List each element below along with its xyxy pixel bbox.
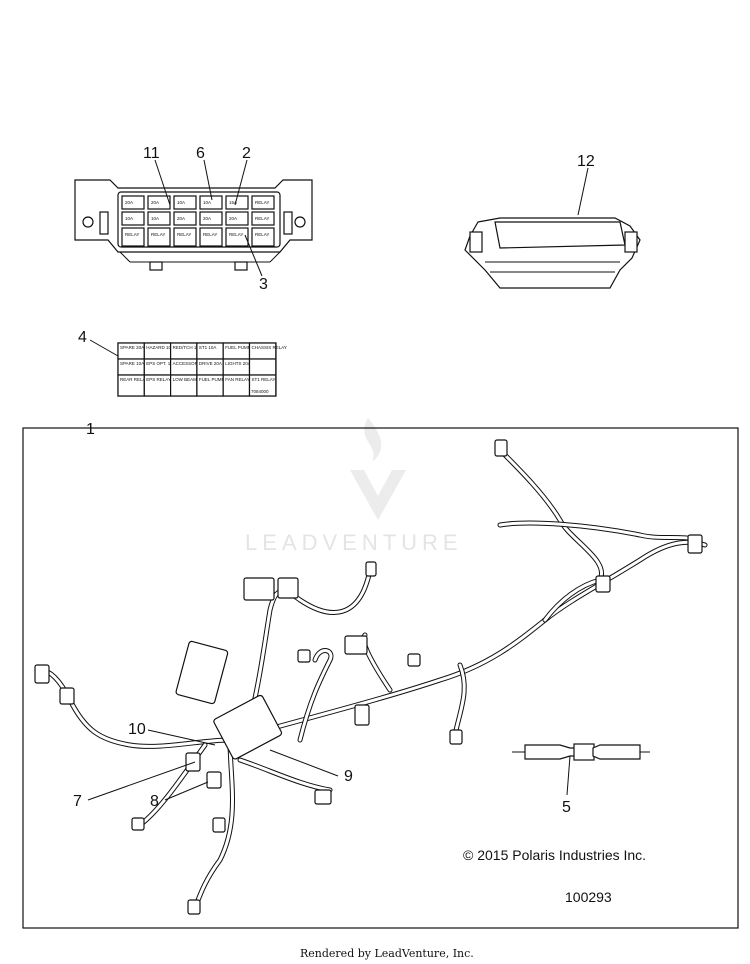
diagram-number: 100293 xyxy=(565,889,612,905)
callout-4: 4 xyxy=(78,329,87,346)
wiring-harness xyxy=(37,447,708,911)
fuse-slot-label: RELAY xyxy=(255,232,269,237)
fuse-slot-label: 20A xyxy=(203,216,211,221)
label-card-text: HAZARD 10A xyxy=(146,345,174,350)
fuse-slot xyxy=(121,227,145,247)
leadventure-watermark: LEADVENTURE xyxy=(245,418,463,555)
fuse-slot-label: RELAY xyxy=(255,200,269,205)
inline-fuse-holder xyxy=(512,743,650,761)
fuse-slot-label: RELAY xyxy=(177,232,191,237)
label-card-text: DRIVE 20A xyxy=(199,361,222,366)
footer-credit: Rendered by LeadVenture, Inc. xyxy=(300,947,474,960)
callout-10: 10 xyxy=(128,721,146,738)
fuse-slot xyxy=(147,211,171,226)
fuse-slot-label: RELAY xyxy=(203,232,217,237)
fuse-slot xyxy=(147,227,171,247)
fuse-slot xyxy=(251,227,275,247)
callout-11: 11 xyxy=(143,145,160,162)
fuse-slot-label: 20A xyxy=(125,200,133,205)
harness-connectors xyxy=(34,439,703,915)
fuse-slot-label: 20A xyxy=(229,216,237,221)
label-card-text: FAN RELAY xyxy=(225,377,249,382)
label-card-text: ST1 10A xyxy=(199,345,217,350)
label-card-cell xyxy=(248,358,277,376)
label-card-part-number: 7084000 xyxy=(251,389,269,394)
leader-lines xyxy=(87,159,589,801)
fuse-slot xyxy=(199,211,223,226)
label-card-text: LOW BEAM RELAY xyxy=(173,377,213,382)
label-card-text: SPARE 10A xyxy=(120,361,144,366)
fuse-slot xyxy=(121,195,145,210)
callout-9: 9 xyxy=(344,768,353,785)
harness-frame xyxy=(22,427,739,929)
label-card-text: FUEL PUMP 10A xyxy=(225,345,260,350)
label-card-text: SPARE 20A xyxy=(120,345,144,350)
label-card-text: CHASSIS RELAY xyxy=(252,345,287,350)
label-card-cell xyxy=(248,374,277,397)
watermark-text: LEADVENTURE xyxy=(245,530,463,555)
control-module xyxy=(464,217,641,289)
callout-8: 8 xyxy=(150,793,159,810)
fuse-slot xyxy=(199,227,223,247)
fuse-slot-label: 20A xyxy=(151,200,159,205)
fuse-slot-label: RELAY xyxy=(255,216,269,221)
fuse-slot xyxy=(173,195,197,210)
fuse-slot-label: RELAY xyxy=(229,232,243,237)
callout-7: 7 xyxy=(73,793,82,810)
callout-1: 1 xyxy=(86,421,95,438)
fuse-slot-label: RELAY xyxy=(151,232,165,237)
copyright-text: © 2015 Polaris Industries Inc. xyxy=(463,847,646,863)
fuse-slot xyxy=(173,227,197,247)
callout-3: 3 xyxy=(259,276,268,293)
callout-12: 12 xyxy=(577,153,595,170)
label-card-text: RED/TCH 15A xyxy=(173,345,202,350)
fuse-slot-label: 10A xyxy=(125,216,133,221)
label-card-text: REAR RELAY xyxy=(120,377,148,382)
label-card-text: LIGHTS 20A xyxy=(225,361,251,366)
fuse-cells: 20A 20A 10A 10A 15A RELAY 10A 10A 20A 20A 20A RELAY… xyxy=(121,195,275,247)
fuse-slot-label: RELAY xyxy=(125,232,139,237)
callout-2: 2 xyxy=(242,145,251,162)
fuse-slot-label: 10A xyxy=(151,216,159,221)
fuse-slot xyxy=(147,195,171,210)
fuse-slot xyxy=(251,211,275,226)
fuse-slot xyxy=(225,211,249,226)
fuse-slot xyxy=(173,211,197,226)
callout-6: 6 xyxy=(196,145,205,162)
label-card-text: EPS RELAY OPT. 1 xyxy=(146,377,186,382)
label-card-text: FUEL PUMP RELAY xyxy=(199,377,240,382)
fuse-slot xyxy=(225,227,249,247)
fuse-slot-label: 10A xyxy=(177,200,185,205)
fuse-box: 20A 20A 10A 10A 15A RELAY 10A 10A 20A 20A 20A RELAY… xyxy=(74,179,313,271)
fuse-slot xyxy=(121,211,145,226)
fuse-slot xyxy=(251,195,275,210)
label-card-text: EPS OPT. 1 20A xyxy=(146,361,179,366)
fuse-slot-label: 20A xyxy=(177,216,185,221)
label-card-text: ST1 RELAY xyxy=(252,377,276,382)
fuse-slot-label: 10A xyxy=(203,200,211,205)
callout-5: 5 xyxy=(562,799,571,816)
label-card-text: ACCESSORY 20A xyxy=(173,361,210,366)
fuse-slot-label: 15A xyxy=(229,200,237,205)
